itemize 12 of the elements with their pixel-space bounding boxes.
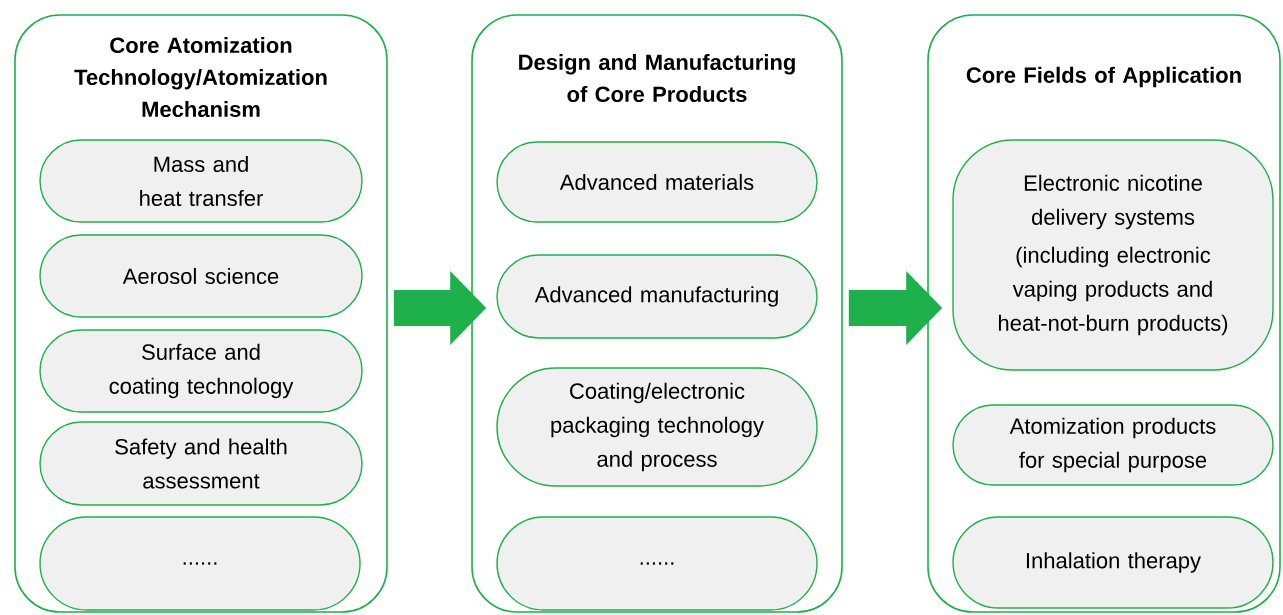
pill-box: Atomization products for special purpose bbox=[952, 404, 1274, 486]
pill-box: Mass and heat transfer bbox=[39, 139, 363, 223]
pill-box: Surface and coating technology bbox=[39, 329, 363, 413]
pill-box: Coating/electronic packaging technology and process bbox=[496, 367, 818, 487]
pill-box: ...... bbox=[496, 516, 818, 611]
pill-box: Advanced manufacturing bbox=[496, 254, 818, 339]
pill-box: Safety and health assessment bbox=[39, 421, 363, 506]
pill-box: Electronic nicotine delivery systems (including electronic vaping products and heat-not-burn products) bbox=[952, 139, 1274, 371]
pill-box: Advanced materials bbox=[496, 141, 818, 223]
pill-box: Aerosol science bbox=[39, 234, 363, 318]
pill-box: Inhalation therapy bbox=[952, 516, 1274, 609]
pill-box: ...... bbox=[39, 516, 361, 611]
